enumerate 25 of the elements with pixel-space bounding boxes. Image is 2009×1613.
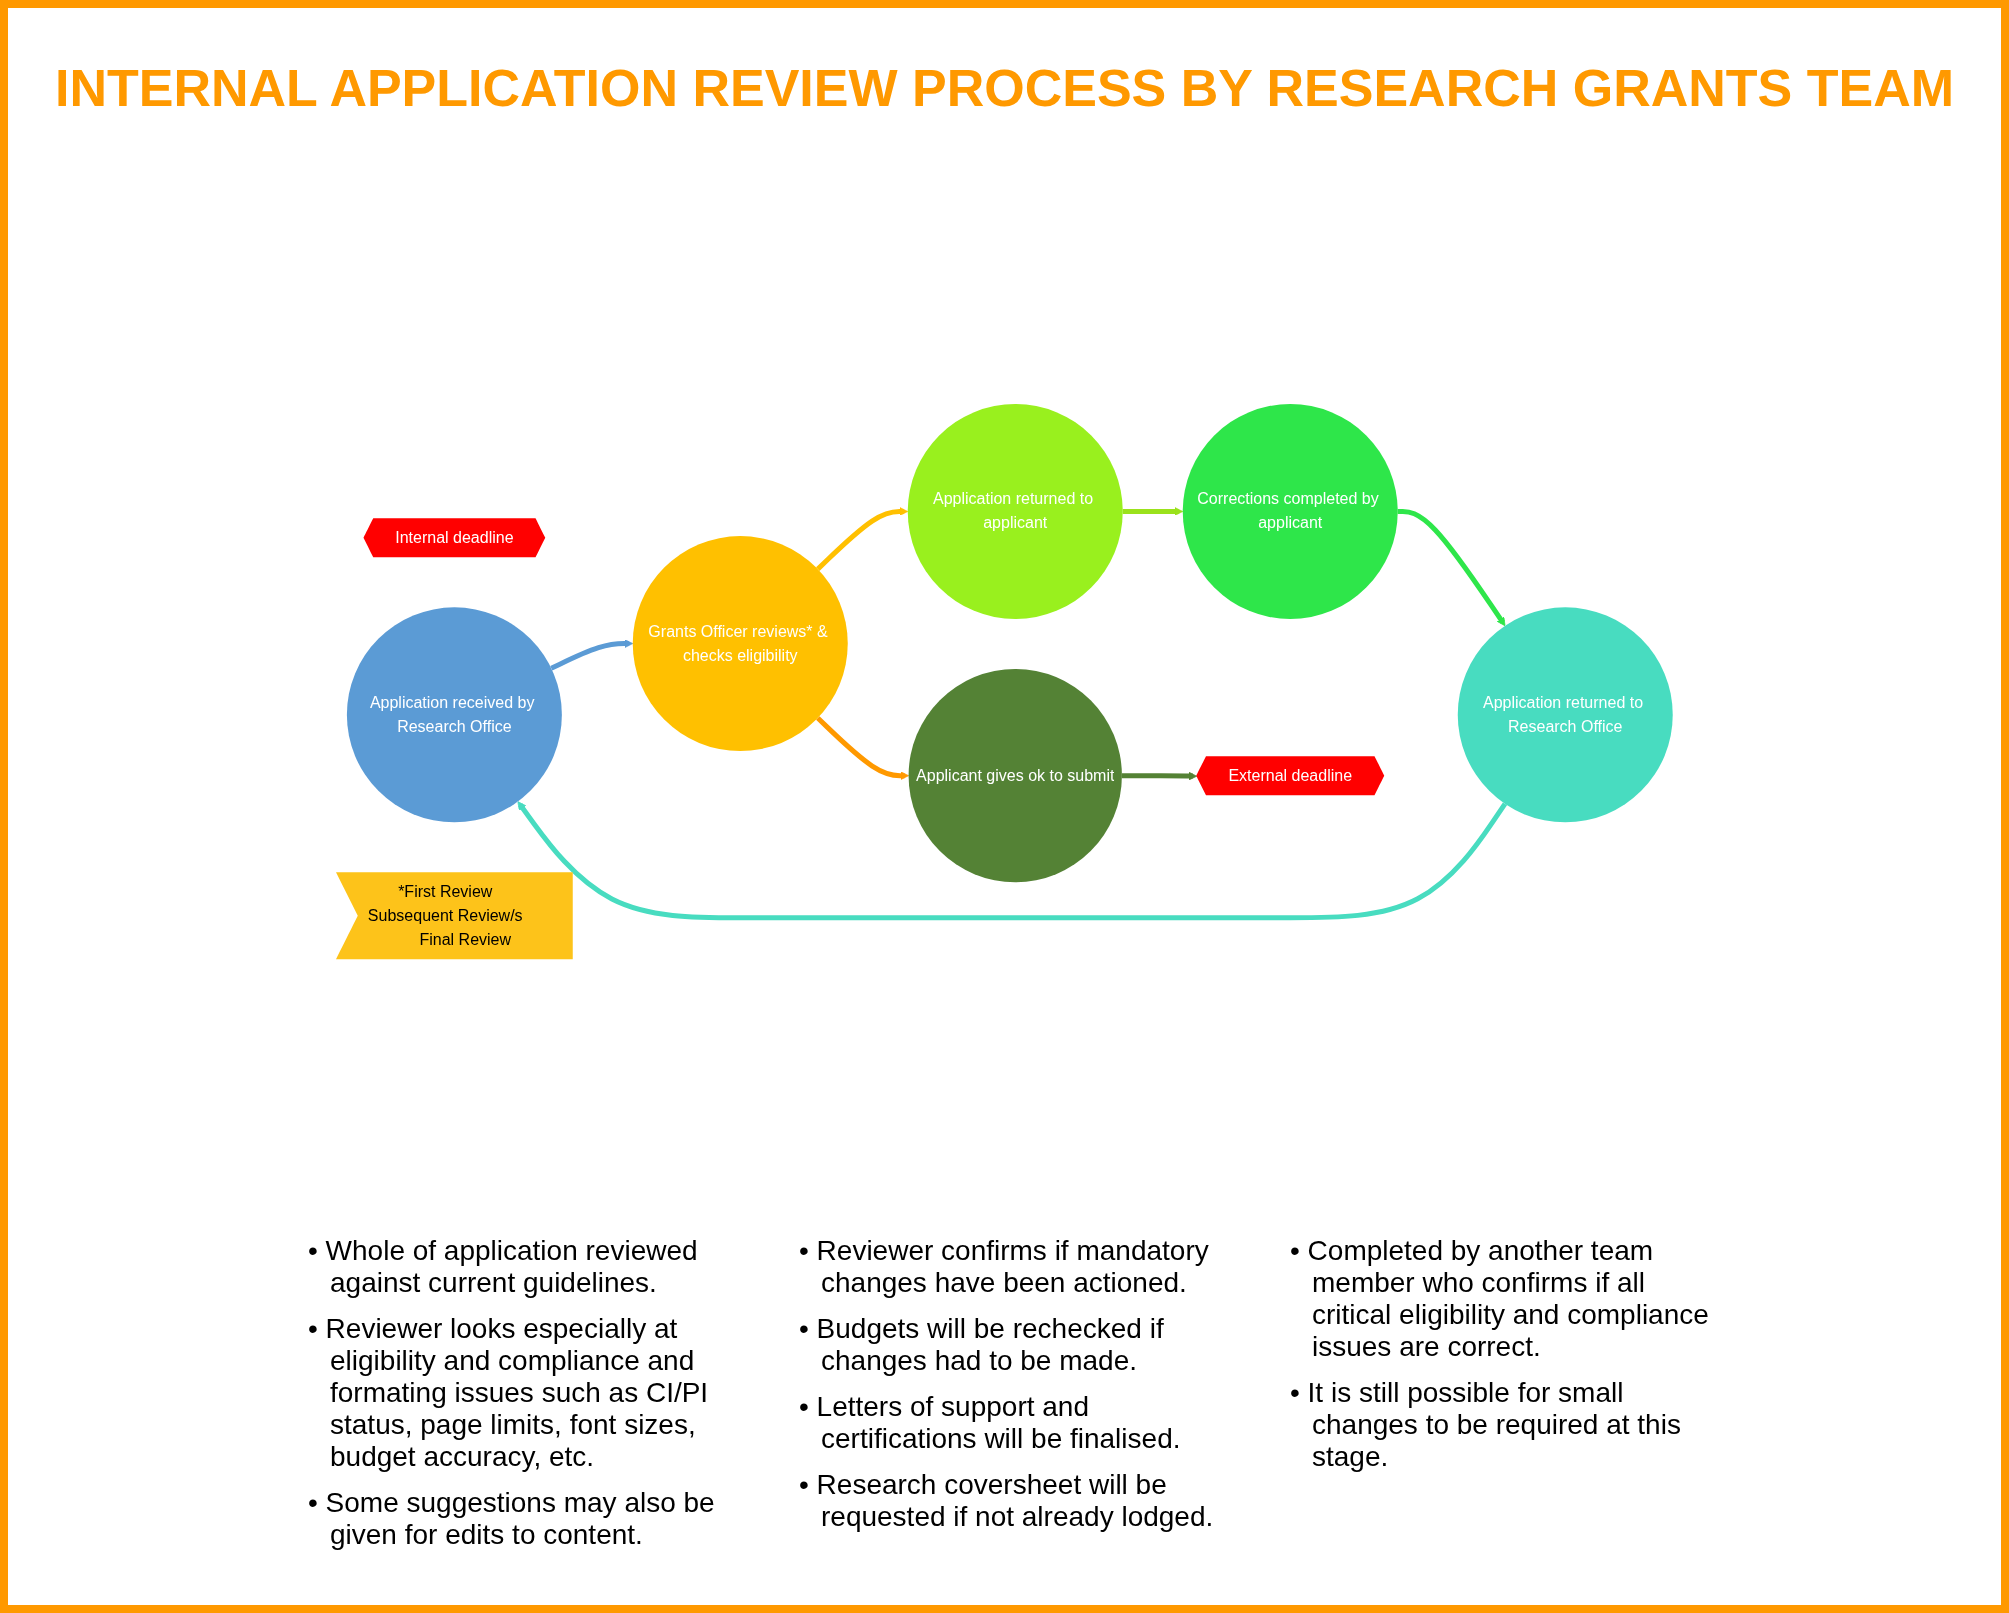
arrow — [517, 801, 1508, 921]
arrow — [1397, 508, 1506, 626]
node-box: External deadline — [1196, 756, 1385, 795]
bullet-text: • Research coversheet will be requested if not already lodged. — [799, 1469, 1215, 1533]
node-circle: Application returned to applicant — [907, 403, 1123, 619]
arrow — [1122, 506, 1184, 516]
bullet-text: • Completed by another team member who confirms if all critical eligibility and compliance issues are correct. — [1290, 1235, 1710, 1363]
node-circle: Corrections completed by applicant — [1182, 403, 1398, 619]
node-circle: Application returned to Research Office — [1457, 607, 1673, 823]
arrow — [1122, 771, 1198, 781]
bullet-text: • Reviewer confirms if mandatory changes have been actioned. — [799, 1235, 1210, 1299]
bullet-text: • Budgets will be rechecked if changes had to be made. — [799, 1313, 1165, 1377]
bullet-text: • Reviewer looks especially at eligibility and compliance and formating issues such as CI/PI status, page limits, font sizes, budget accuracy, etc. — [308, 1313, 710, 1473]
bullet-text: • Some suggestions may also be given for edits to content. — [308, 1487, 716, 1551]
node-box: Internal deadline — [363, 518, 546, 558]
arrow — [816, 716, 910, 780]
node-circle: Grants Officer reviews* & checks eligibility — [632, 535, 848, 751]
arrow — [816, 506, 909, 571]
title: INTERNAL APPLICATION REVIEW PROCESS BY RESEARCH GRANTS TEAM — [53, 58, 1956, 118]
bullet-text: • Whole of application reviewed against current guidelines. — [308, 1235, 699, 1299]
node-circle: Application received by Research Office — [347, 607, 562, 823]
arrow — [550, 639, 634, 671]
node-circle: Applicant gives ok to submit — [908, 668, 1123, 883]
bullet-text: • Letters of support and certifications will be finalised. — [799, 1391, 1182, 1455]
bullet-text: • It is still possible for small changes to be required at this stage. — [1290, 1377, 1682, 1473]
